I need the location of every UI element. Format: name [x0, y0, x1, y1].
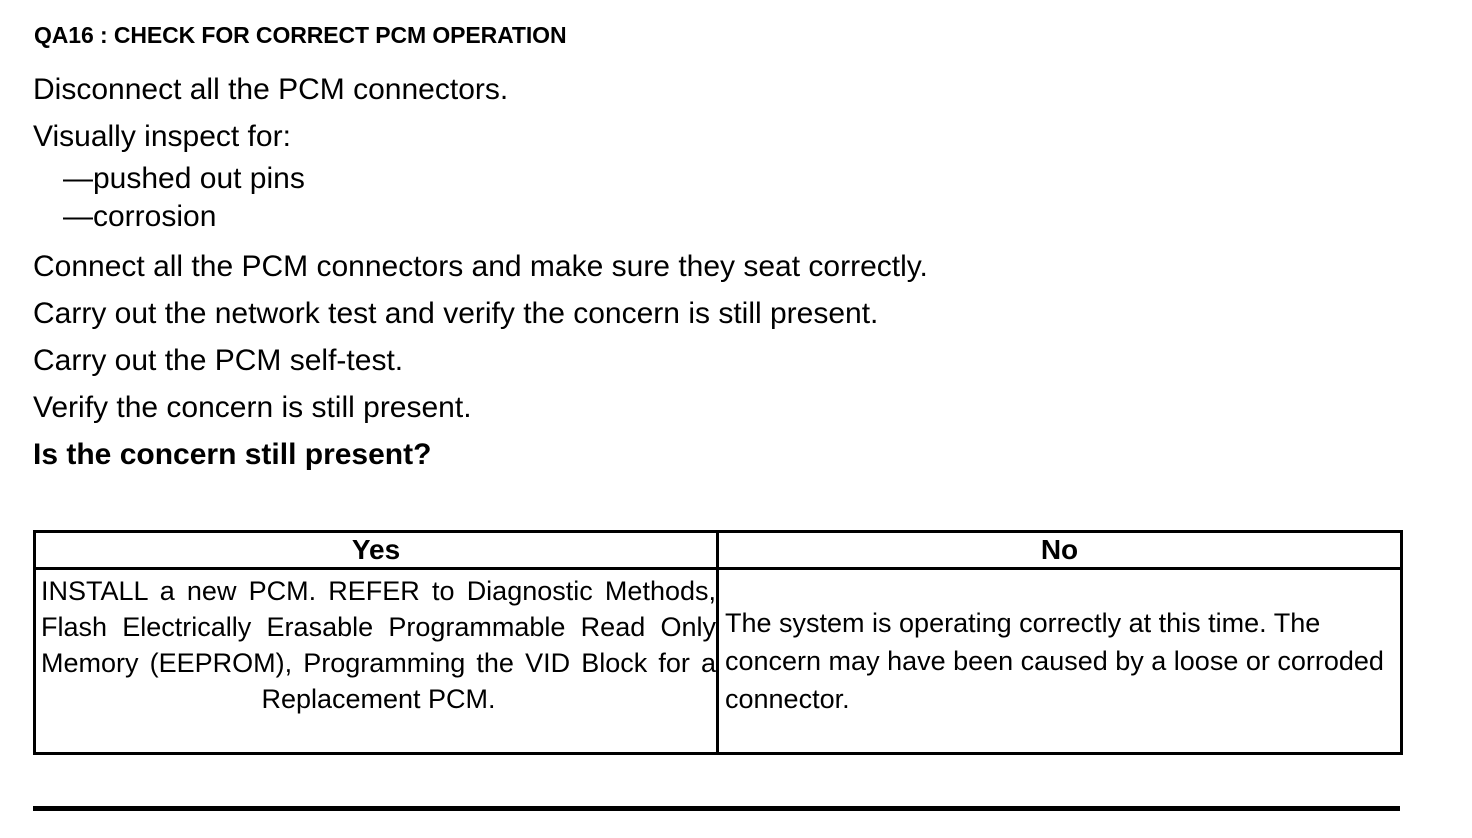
step-line: Visually inspect for:	[33, 120, 291, 153]
table-row: INSTALL a new PCM. REFER to Diagnostic M…	[33, 567, 1403, 755]
list-item: —pushed out pins	[63, 162, 305, 195]
step-line: Carry out the PCM self-test.	[33, 344, 404, 377]
table-header-no: No	[716, 530, 1403, 570]
list-item: —corrosion	[63, 200, 217, 233]
decision-table: Yes No INSTALL a new PCM. REFER to Diagn…	[33, 530, 1403, 755]
inspect-item-list: —pushed out pins —corrosion	[33, 160, 1413, 236]
table-cell-no: The system is operating correctly at thi…	[716, 567, 1403, 755]
procedure-steps: Disconnect all the PCM connectors. Visua…	[33, 66, 1413, 478]
no-action-wrapper: The system is operating correctly at thi…	[719, 570, 1400, 752]
step-line: Carry out the network test and verify th…	[33, 297, 879, 330]
table-header-yes: Yes	[33, 530, 719, 570]
section-divider	[33, 806, 1400, 811]
page-title: QA16 : CHECK FOR CORRECT PCM OPERATION	[34, 22, 567, 48]
decision-question: Is the concern still present?	[33, 438, 432, 471]
yes-action-text: INSTALL a new PCM. REFER to Diagnostic M…	[41, 576, 716, 714]
table-header-row: Yes No	[33, 530, 1403, 570]
table-cell-yes: INSTALL a new PCM. REFER to Diagnostic M…	[33, 567, 719, 755]
no-action-text: The system is operating correctly at thi…	[725, 608, 1384, 714]
step-line: Verify the concern is still present.	[33, 391, 472, 424]
step-line: Disconnect all the PCM connectors.	[33, 73, 509, 106]
spacer	[33, 236, 1413, 243]
step-line: Connect all the PCM connectors and make …	[33, 250, 928, 283]
